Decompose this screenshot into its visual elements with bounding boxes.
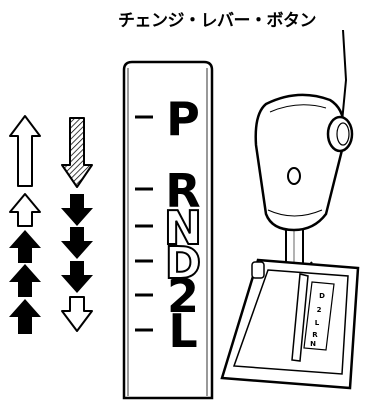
arrow-up-icon: [9, 230, 41, 263]
gate-mark: 2: [317, 306, 322, 314]
gear-position-reverse: R: [165, 164, 200, 218]
arrow-down-icon: [61, 117, 93, 188]
gate-mark: R: [312, 331, 318, 339]
arrow-up-icon: [9, 264, 41, 297]
arrow-up-icon: [9, 115, 41, 187]
gear-position-park: P: [166, 92, 200, 146]
gear-position-drive: D: [165, 238, 202, 289]
shift-knob: [254, 93, 346, 232]
downshift-arrow-column: [61, 117, 93, 332]
gate-mark: N: [310, 340, 316, 348]
gate-mark: D: [319, 292, 325, 300]
gate-slot: [291, 273, 309, 362]
arrow-down-icon: [61, 194, 93, 226]
gear-position-marks: [135, 115, 153, 332]
gate-release-tab: [251, 261, 265, 279]
shift-lever: [254, 93, 354, 275]
gate-marking-strip: [303, 281, 335, 351]
gear-indicator-panel: [122, 60, 214, 400]
callout-leader-line: [341, 29, 348, 123]
upshift-arrow-column: [9, 115, 41, 334]
arrow-down-icon: [61, 296, 93, 332]
gear-position-second: 2: [167, 269, 199, 323]
gear-position-neutral: N: [164, 201, 203, 255]
shift-gate-base: [220, 258, 360, 390]
arrow-up-icon: [9, 193, 41, 227]
gear-position-low: L: [168, 304, 197, 358]
gate-mark: L: [315, 319, 320, 327]
knob-indicator-lens: [287, 167, 301, 185]
gear-position-labels: P R N D 2 L: [163, 92, 204, 358]
arrow-down-icon: [61, 261, 93, 293]
callout-label: チェンジ・レバー・ボタン: [118, 11, 317, 31]
arrow-up-icon: [9, 299, 41, 334]
arrow-down-icon: [61, 227, 93, 259]
gate-markings: D 2 L R N: [310, 292, 325, 348]
